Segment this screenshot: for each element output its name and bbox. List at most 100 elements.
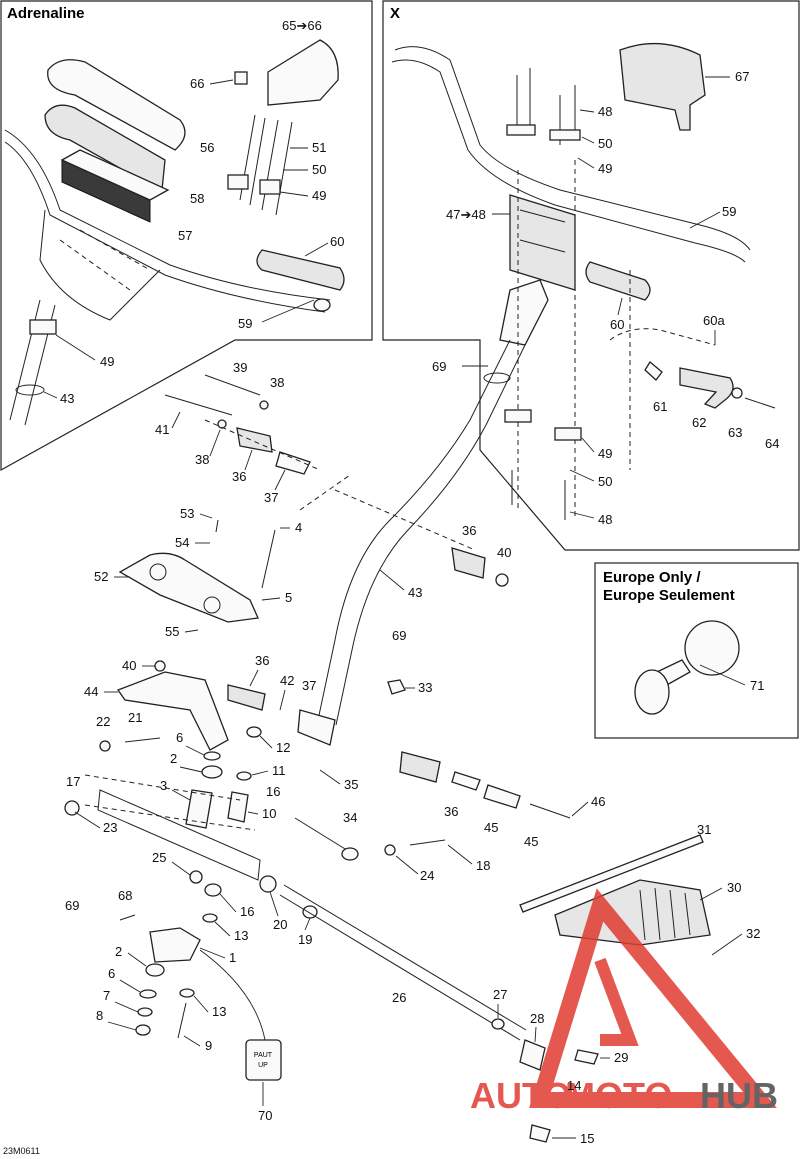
callout-27: 27: [493, 987, 507, 1002]
europe-title-line2: Europe Seulement: [603, 587, 735, 604]
callout-51: 51: [312, 140, 326, 155]
callout-2a: 2: [170, 751, 177, 766]
callout-6a: 6: [176, 730, 183, 745]
callout-35: 35: [344, 777, 358, 792]
callout-55: 55: [165, 624, 179, 639]
callout-26: 26: [392, 990, 406, 1005]
horn-bell: [634, 669, 670, 715]
clip-33: [387, 679, 406, 695]
bolt-4: [261, 529, 276, 589]
callout-50b: 50: [598, 136, 612, 151]
callout-40a: 40: [497, 545, 511, 560]
nut-15: [529, 1124, 551, 1143]
callout-23: 23: [103, 820, 117, 835]
steering-column-43: [317, 339, 511, 721]
callout-38b: 38: [195, 452, 209, 467]
clip-61: [644, 361, 663, 381]
bracket-52: [118, 552, 259, 623]
callout-62: 62: [692, 415, 706, 430]
clip-29: [574, 1049, 599, 1065]
bolt-46: [529, 803, 571, 819]
bolt-41: [164, 394, 233, 416]
washer-6b: [139, 989, 157, 999]
handgrip-60: [256, 249, 345, 291]
washer-2: [201, 765, 223, 779]
callout-2b: 2: [115, 944, 122, 959]
callout-9: 9: [205, 1038, 212, 1053]
screw-64: [744, 397, 776, 409]
callout-32: 32: [746, 926, 760, 941]
adrenaline-panel: Adrenaline: [0, 0, 373, 472]
watermark: AUTO MOTO HUB: [470, 888, 778, 1116]
horn-bulb: [684, 620, 740, 676]
callout-36c: 36: [255, 653, 269, 668]
callout-33: 33: [418, 680, 432, 695]
washer-2b: [145, 963, 165, 977]
callout-34: 34: [343, 810, 357, 825]
callout-38a: 38: [270, 375, 284, 390]
callout-61: 61: [653, 399, 667, 414]
bushing-36d: [399, 751, 441, 783]
europe-title-line1: Europe Only /: [603, 569, 701, 586]
callout-59b: 59: [722, 204, 736, 219]
callout-8: 8: [96, 1008, 103, 1023]
callout-46: 46: [591, 794, 605, 809]
callout-7: 7: [103, 988, 110, 1003]
callout-65-66: 65➔66: [282, 18, 322, 33]
decal-text-1: PAUT: [254, 1052, 273, 1059]
callout-37a: 37: [264, 490, 278, 505]
bracket-44: [116, 671, 229, 751]
handlebar-57: [4, 129, 331, 301]
drawing-code: 23M0611: [3, 1146, 40, 1156]
callout-29: 29: [614, 1050, 628, 1065]
main-assembly: PAUT UP: [64, 339, 711, 1143]
callout-49d: 49: [598, 446, 612, 461]
europe-panel-frame: [594, 562, 799, 739]
spacer-37b: [297, 709, 336, 746]
callouts: 65➔66 66 56 51 50 49 58 57 60 59 49 43 6…: [43, 18, 779, 1146]
pivot-1: [149, 927, 201, 963]
washer-11: [236, 771, 252, 781]
decal-70: [245, 1039, 282, 1081]
handlebar-pad-56: [47, 59, 186, 151]
guard-62: [679, 367, 734, 409]
callout-64: 64: [765, 436, 779, 451]
bolt-18: [409, 839, 446, 846]
callout-66: 66: [190, 76, 204, 91]
callout-19: 19: [298, 932, 312, 947]
watermark-hub: HUB: [700, 1075, 778, 1116]
callout-41: 41: [155, 422, 169, 437]
x-panel-frame: [382, 0, 800, 551]
cover-67: [619, 42, 706, 131]
bolt-39: [204, 374, 261, 396]
callout-49a: 49: [312, 188, 326, 203]
bushing-27: [491, 1018, 505, 1030]
callout-63: 63: [728, 425, 742, 440]
bolts-51: [239, 114, 293, 216]
callout-39: 39: [233, 360, 247, 375]
callout-6b: 6: [108, 966, 115, 981]
decal-text-2: UP: [258, 1062, 268, 1069]
callout-54: 54: [175, 535, 189, 550]
callout-36a: 36: [232, 469, 246, 484]
callout-70: 70: [258, 1108, 272, 1123]
bolt-53: [215, 519, 219, 533]
washer-22: [99, 740, 111, 752]
steering-column-43a: [9, 299, 56, 426]
callout-16b: 16: [240, 904, 254, 919]
callout-68: 68: [118, 888, 132, 903]
callout-24: 24: [420, 868, 434, 883]
link-45a: [451, 771, 481, 791]
callout-36d: 36: [444, 804, 458, 819]
washer-24: [384, 844, 396, 856]
bushing-36a: [236, 427, 273, 453]
callout-48b: 48: [598, 512, 612, 527]
spacer-37a: [275, 451, 311, 475]
adrenaline-panel-frame: [0, 0, 373, 472]
bushing-20: [259, 875, 277, 893]
callout-53: 53: [180, 506, 194, 521]
callout-48a: 48: [598, 104, 612, 119]
nut-12: [246, 726, 262, 738]
callout-50c: 50: [598, 474, 612, 489]
callout-37b: 37: [302, 678, 316, 693]
